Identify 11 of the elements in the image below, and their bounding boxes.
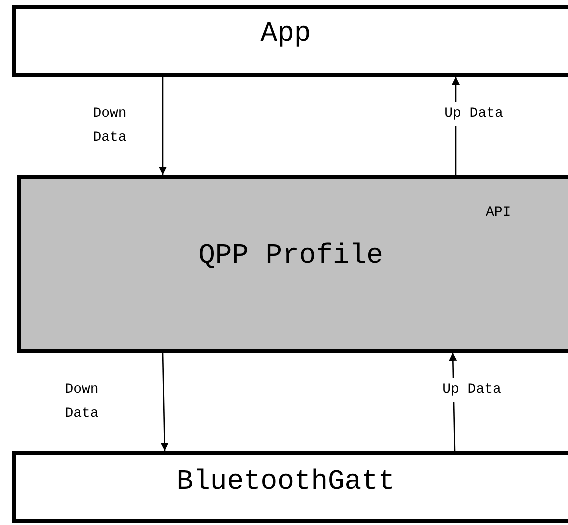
box-title: QPP Profile xyxy=(198,241,384,272)
process-box xyxy=(12,5,568,77)
box-title: BluetoothGatt xyxy=(176,467,396,498)
process-box xyxy=(12,451,568,523)
edge-label: Up Data xyxy=(444,102,504,126)
box-note: API xyxy=(486,205,512,221)
arrow xyxy=(159,77,167,175)
process-box xyxy=(17,175,568,353)
arrow xyxy=(160,352,169,452)
edge-label: Up Data xyxy=(442,378,502,402)
box-title: App xyxy=(260,19,312,50)
